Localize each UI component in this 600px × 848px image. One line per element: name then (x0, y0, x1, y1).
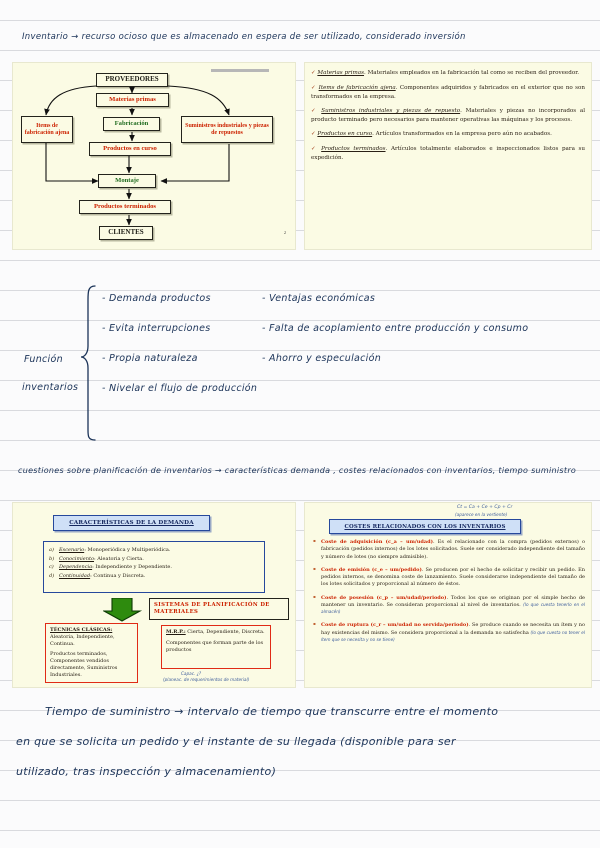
cost-title: Coste de adquisición (c_a – um/udad) (321, 539, 433, 545)
flow-arrows (44, 85, 230, 226)
list-item-term: Continuidad (59, 572, 91, 579)
list-item: c)Dependencia: Independiente y Dependien… (49, 564, 172, 570)
node-clientes: CLIENTES (99, 226, 153, 240)
definition-term: Suministros industriales y piezas de rep… (321, 108, 461, 115)
list-item: a)Escenario: Monoperiódica y Multiperiód… (49, 547, 171, 553)
function-inventories-note: Función inventarios - Demanda productos … (0, 280, 600, 445)
classic-title: TÉCNICAS CLÁSICAS: (50, 627, 113, 633)
function-left-item: - Demanda productos (102, 293, 211, 304)
classic-techniques-box: TÉCNICAS CLÁSICAS: Aleatoria, Independie… (45, 623, 138, 683)
function-right-item: - Ventajas económicas (262, 293, 376, 304)
cost-item: Coste de posesión (c_p – um/udad/periodo… (313, 594, 585, 617)
definition-body: . Artículos totalmente elaborados e insp… (311, 146, 586, 162)
classic-line1: Aleatoria, Independiente, Continua. (50, 633, 115, 647)
cost-body: . Es el relacionado con la compra (pedid… (321, 539, 586, 560)
cost-formula-hand-subnote: (aparece en la vertiente) (455, 512, 508, 517)
function-left-item: - Evita interrupciones (102, 323, 211, 334)
cost-title: Coste de emisión (c_e – um/pedido) (321, 566, 422, 573)
check-icon: ✓ (311, 108, 318, 115)
cost-body: . Se produce cuando se necesita un ítem … (321, 622, 585, 636)
curly-brace (80, 285, 96, 441)
check-icon: ✓ (311, 131, 316, 138)
definition-term: Items de fabricación ajena (318, 84, 396, 91)
list-item: b)Conocimiento: Aleatoria y Cierta. (49, 555, 144, 562)
classic-line2: Productos terminados, Componentes vendid… (50, 651, 118, 678)
definition-item: ✓ Productos en curso. Artículos transfor… (311, 130, 585, 139)
check-icon: ✓ (311, 70, 316, 76)
list-item-term: Dependencia (59, 564, 93, 570)
node-items-fabricacion-ajena: Items de fabricación ajena (21, 116, 73, 143)
definition-item: ✓ Items de fabricación ajena. Componente… (311, 84, 585, 101)
note-questions-line: cuestiones sobre planificación de invent… (18, 466, 577, 475)
list-item-body: : Continua y Discreta. (90, 572, 146, 579)
list-item-body: : Aleatoria y Cierta. (94, 555, 144, 562)
demand-characteristics-list: a)Escenario: Monoperiódica y Multiperiód… (43, 541, 265, 593)
mrp-box: M.R.P.: Cierta, Dependiente, Discreta. C… (161, 625, 271, 669)
node-suministros-industriales: Suministros industriales y piezas de rep… (181, 116, 273, 143)
note-top-line: Inventario → recurso ocioso que es almac… (22, 32, 466, 42)
cost-hand-note: (lo que cuesta tenerlo en el almacén) (321, 601, 585, 614)
mrp-line2: Componentes que forman parte de los prod… (166, 639, 264, 653)
supply-time-line: Tiempo de suministro → intervalo de tiem… (45, 705, 499, 718)
mrp-hand-note-1: Capac. ¿? (181, 671, 202, 676)
slide-page-number: 2 (284, 230, 286, 235)
costs-header-box: COSTES RELACIONADOS CON LOS INVENTARIOS (329, 519, 521, 534)
list-item: d)Continuidad: Continua y Discreta. (49, 572, 146, 579)
mrp-hand-note-2: (planeac. de requerimientos de material) (163, 677, 250, 682)
definition-term: Productos en curso (317, 131, 373, 138)
definition-term: Materias primas (317, 70, 365, 76)
definition-item: ✓ Productos terminados. Artículos totalm… (311, 145, 585, 162)
list-item-body: : Monoperiódica y Multiperiódica. (84, 547, 171, 553)
cost-hand-note: (lo que cuesta no tener el ítem que se n… (321, 629, 585, 642)
supply-time-line: utilizado, tras inspección y almacenamie… (16, 765, 277, 778)
mrp-title: M.R.P.: (166, 629, 186, 635)
cost-item: Coste de emisión (c_e – um/pedido). Se p… (313, 566, 585, 589)
definition-body: . Materiales empleados en la fabricación… (364, 70, 580, 76)
supply-time-line: en que se solicita un pedido y el instan… (16, 735, 456, 748)
slide-inventory-definitions: ✓ Materias primas. Materiales empleados … (304, 62, 592, 250)
function-left-item: - Propia naturaleza (102, 353, 198, 364)
definition-body: . Artículos transformados en la empresa … (372, 131, 552, 138)
slide-inventory-flow-diagram: PROVEEDORES Materias primas Items de fab… (12, 62, 296, 250)
definition-term: Productos terminados (321, 146, 386, 153)
slide-inventory-costs: Ct = Ca + Ce + Cp + Cr (aparece en la ve… (304, 502, 592, 688)
green-down-arrow-icon (103, 598, 143, 622)
demand-header-box: CARACTERÍSTICAS DE LA DEMANDA (53, 515, 210, 531)
cost-body: . Se producen por el hecho de solicitar … (321, 566, 585, 588)
definition-body: . Materiales y piezas no incorporados al… (311, 108, 585, 124)
cost-item: Coste de adquisición (c_a – um/udad). Es… (313, 538, 586, 561)
definition-item: ✓ Suministros industriales y piezas de r… (311, 107, 585, 124)
cost-title: Coste de posesión (c_p – um/udad/periodo… (321, 594, 447, 601)
list-item-term: Escenario (59, 547, 85, 553)
list-item-body: : Independiente y Dependiente. (92, 564, 172, 570)
function-label-line1: Función (24, 354, 63, 365)
function-right-item: - Falta de acoplamiento entre producción… (262, 323, 529, 334)
slide-demand-characteristics: CARACTERÍSTICAS DE LA DEMANDA a)Escenari… (12, 502, 296, 688)
cost-body: . Todos los que se originan por el simpl… (321, 594, 585, 608)
list-item-term: Conocimiento (59, 555, 95, 562)
function-label-line2: inventarios (22, 382, 79, 393)
slide-header-bar (211, 69, 269, 72)
definition-body: . Componentes adquiridos y fabricados en… (311, 84, 586, 100)
function-right-item: - Ahorro y especulación (262, 353, 382, 364)
node-fabricacion: Fabricación (103, 117, 160, 131)
check-icon: ✓ (311, 146, 318, 153)
node-productos-en-curso: Productos en curso (89, 142, 171, 156)
cost-formula-hand-note: Ct = Ca + Ce + Cp + Cr (457, 505, 513, 510)
check-icon: ✓ (311, 84, 317, 91)
definitions-panel: ✓ Materias primas. Materiales empleados … (311, 69, 585, 168)
costs-list: Coste de adquisición (c_a – um/udad). Es… (313, 538, 586, 650)
cost-item: Coste de ruptura (c_r – um/udad no servi… (313, 621, 585, 644)
definition-item: ✓ Materias primas. Materiales empleados … (311, 69, 585, 78)
cost-title: Coste de ruptura (c_r – um/udad no servi… (321, 622, 469, 629)
systems-planning-header-box: SISTEMAS DE PLANIFICACIÓN DE MATERIALES (149, 598, 289, 620)
function-left-item: - Nivelar el flujo de producción (102, 383, 258, 394)
mrp-line1: Cierta, Dependiente, Discreta. (187, 629, 265, 635)
